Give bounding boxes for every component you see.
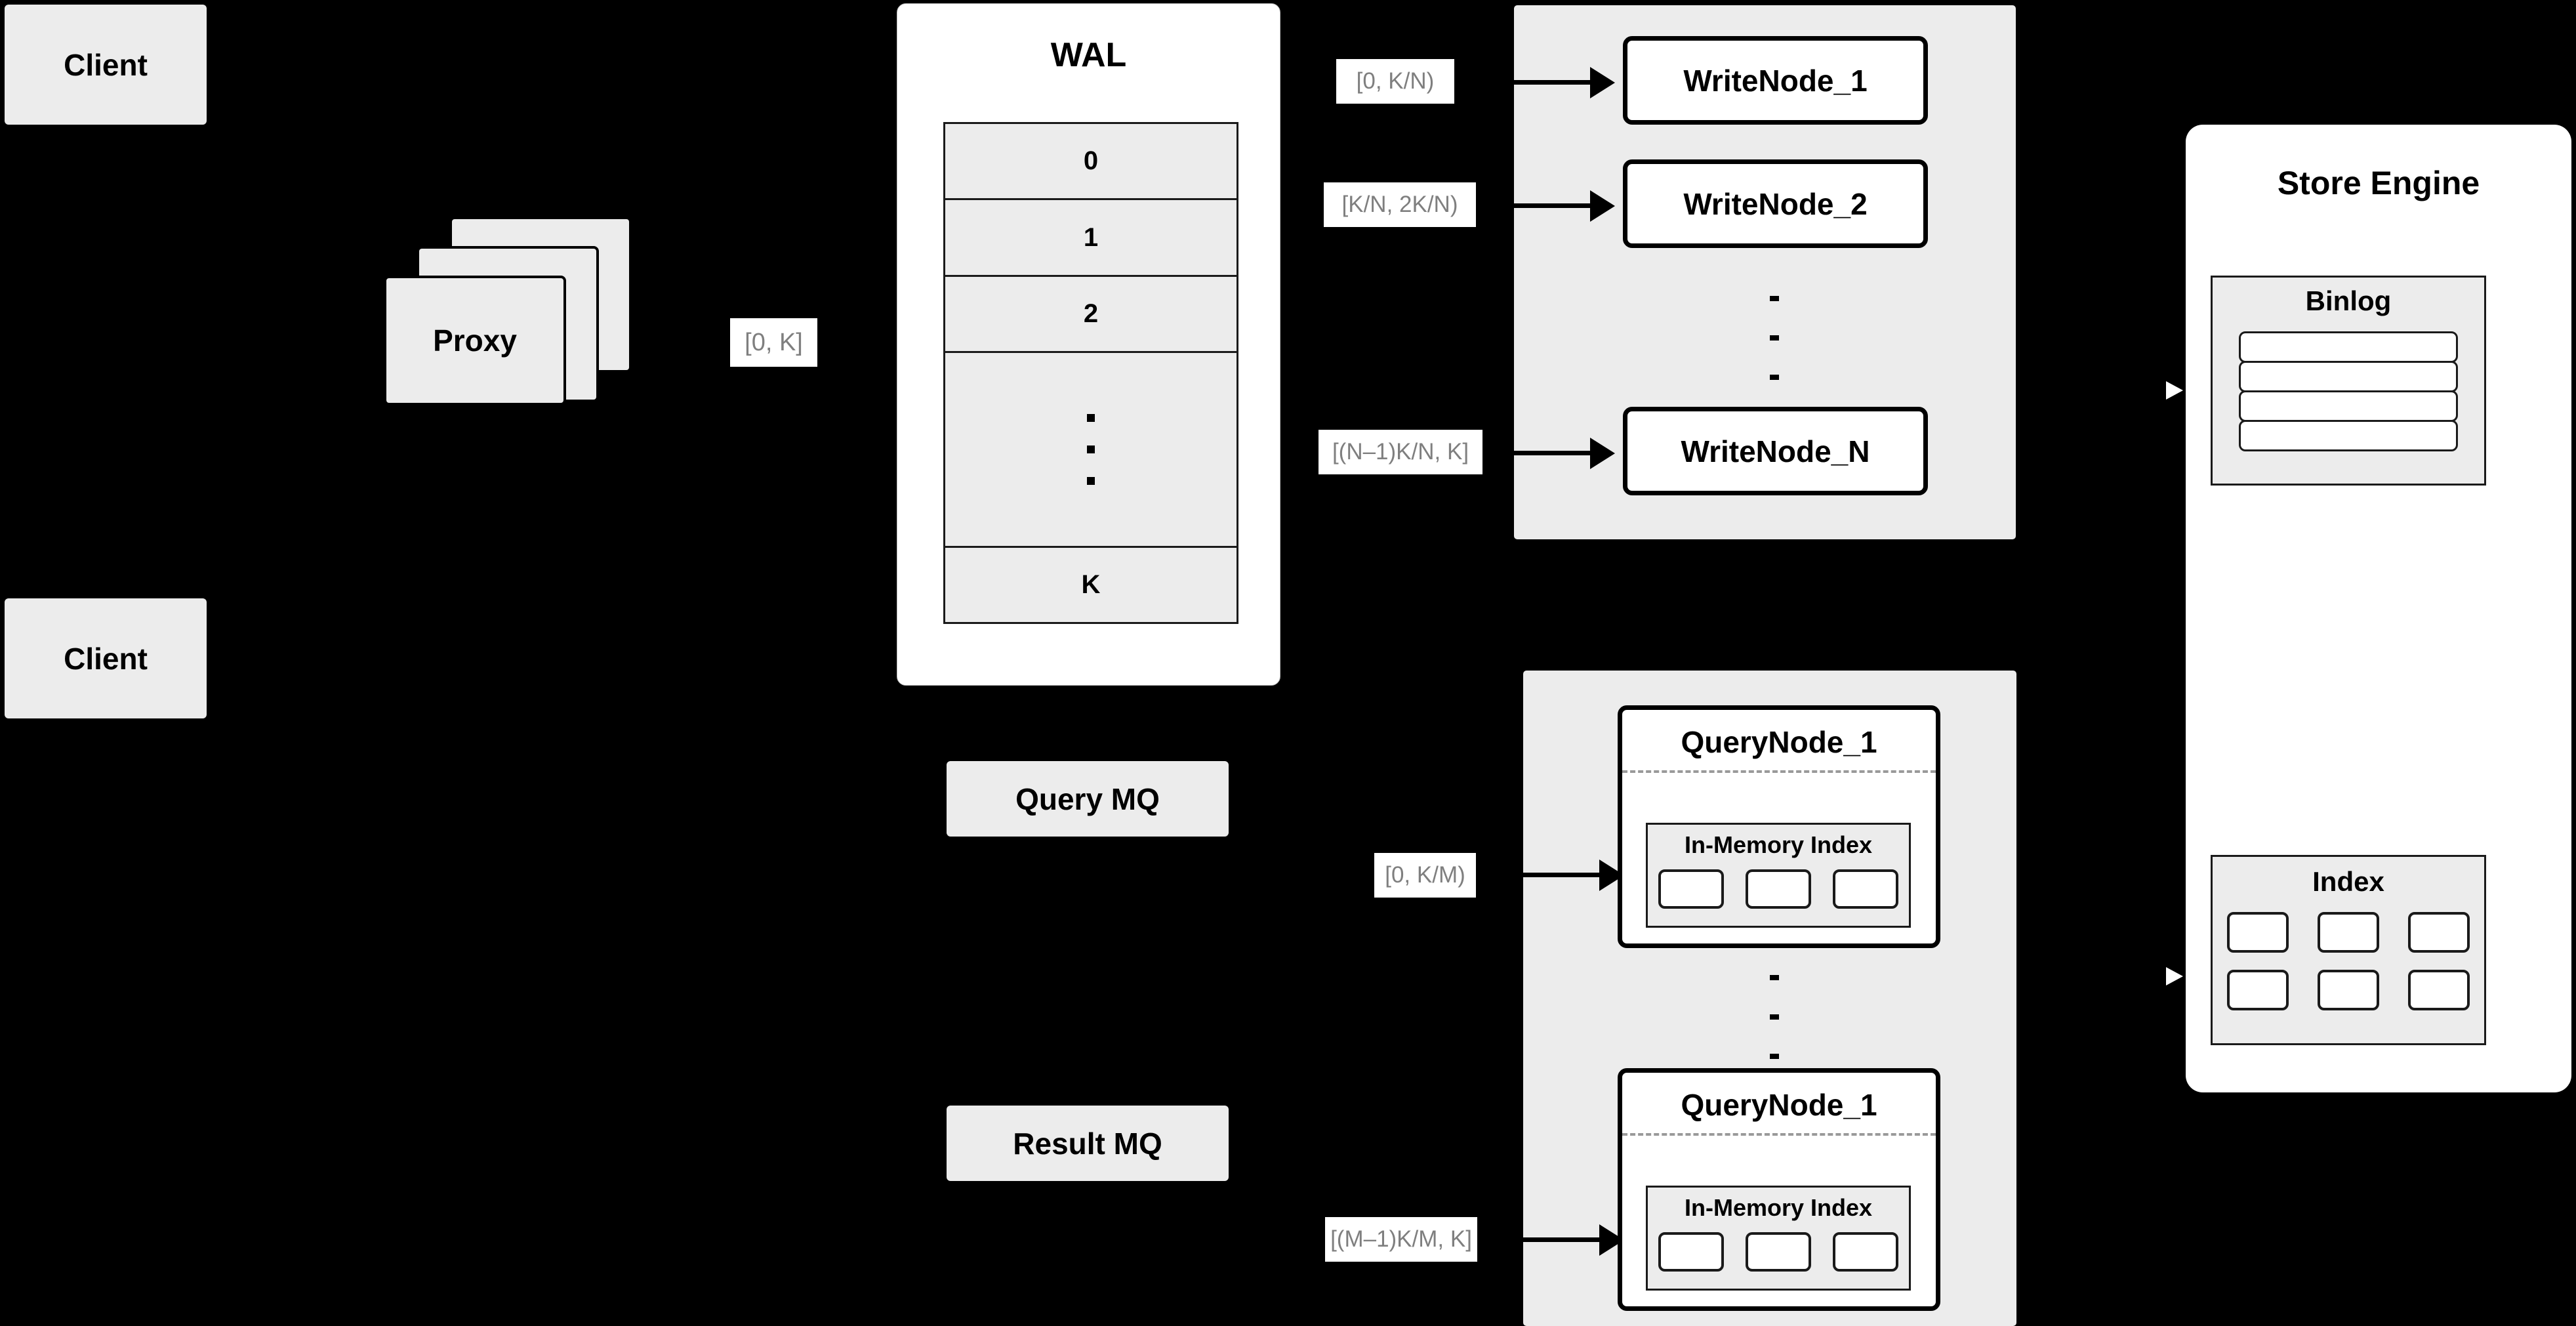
wal-row-k: K bbox=[945, 547, 1237, 623]
wal-row-2-label: 2 bbox=[1083, 299, 1099, 329]
arrow-line-query-1 bbox=[1523, 873, 1602, 877]
store-engine-panel: Store Engine Binlog Index bbox=[2186, 125, 2571, 1092]
wal-row-ellipsis bbox=[945, 353, 1237, 548]
wal-row-k-label: K bbox=[1081, 570, 1101, 599]
client-box-1[interactable]: Client bbox=[5, 5, 207, 125]
wal-row-1-label: 1 bbox=[1083, 222, 1099, 252]
arrow-line-write-n bbox=[1514, 451, 1593, 455]
range-label-query-1-text: [0, K/M) bbox=[1385, 862, 1465, 888]
arrow-line-write-2 bbox=[1514, 203, 1593, 208]
query-node-m-index-chip-1 bbox=[1658, 1232, 1725, 1272]
query-mq-label: Query MQ bbox=[1015, 781, 1160, 816]
write-node-2[interactable]: WriteNode_2 bbox=[1623, 159, 1928, 248]
wal-row-0: 0 bbox=[945, 124, 1237, 201]
range-label-proxy-to-wal-text: [0, K] bbox=[745, 328, 803, 356]
write-node-1[interactable]: WriteNode_1 bbox=[1623, 36, 1928, 125]
query-mq-box[interactable]: Query MQ bbox=[947, 761, 1229, 837]
arrow-head-write-1-icon bbox=[1590, 67, 1615, 98]
client-box-2[interactable]: Client bbox=[5, 598, 207, 718]
binlog-panel: Binlog bbox=[2211, 276, 2486, 486]
range-label-write-n-text: [(N–1)K/N, K] bbox=[1332, 439, 1469, 465]
query-node-1-index-chip-2 bbox=[1745, 869, 1811, 909]
index-panel: Index bbox=[2211, 855, 2486, 1045]
range-label-query-m-text: [(M–1)K/M, K] bbox=[1330, 1226, 1472, 1252]
query-node-m[interactable]: QueryNode_1 In-Memory Index bbox=[1618, 1068, 1940, 1311]
query-node-1-divider bbox=[1622, 770, 1936, 773]
result-mq-box[interactable]: Result MQ bbox=[947, 1106, 1229, 1181]
arrow-line-store-binlog bbox=[2123, 388, 2190, 392]
index-chip-6 bbox=[2408, 970, 2470, 1010]
range-label-query-m: [(M–1)K/M, K] bbox=[1325, 1217, 1477, 1262]
write-cluster-vertical-dots-icon bbox=[1745, 279, 1804, 397]
arrow-line-write-1 bbox=[1514, 80, 1593, 85]
binlog-title: Binlog bbox=[2305, 285, 2392, 316]
range-label-write-1-text: [0, K/N) bbox=[1356, 68, 1435, 94]
client-label-1: Client bbox=[64, 47, 148, 82]
query-node-m-in-memory-index: In-Memory Index bbox=[1646, 1186, 1911, 1291]
range-label-write-2: [K/N, 2K/N) bbox=[1324, 182, 1476, 227]
proxy-stack[interactable]: Proxy bbox=[384, 217, 679, 433]
index-chip-3 bbox=[2408, 912, 2470, 953]
write-node-n[interactable]: WriteNode_N bbox=[1623, 407, 1928, 495]
wal-row-1: 1 bbox=[945, 200, 1237, 277]
query-node-m-index-title: In-Memory Index bbox=[1684, 1194, 1873, 1221]
range-label-write-2-text: [K/N, 2K/N) bbox=[1341, 192, 1458, 217]
range-label-proxy-to-wal: [0, K] bbox=[730, 318, 817, 367]
index-chip-1 bbox=[2227, 912, 2289, 953]
binlog-row-3 bbox=[2239, 390, 2458, 422]
range-label-write-n: [(N–1)K/N, K] bbox=[1319, 430, 1482, 474]
binlog-row-4 bbox=[2239, 420, 2458, 451]
wal-vertical-dots-icon bbox=[1087, 402, 1095, 497]
write-node-2-label: WriteNode_2 bbox=[1683, 186, 1868, 221]
query-node-1-in-memory-index: In-Memory Index bbox=[1646, 823, 1911, 928]
range-label-write-1: [0, K/N) bbox=[1336, 59, 1454, 104]
index-chip-2 bbox=[2318, 912, 2379, 953]
arrow-head-write-n-icon bbox=[1590, 438, 1615, 469]
write-node-1-label: WriteNode_1 bbox=[1683, 63, 1868, 98]
wal-title: WAL bbox=[1050, 36, 1127, 74]
proxy-card-front[interactable]: Proxy bbox=[384, 276, 566, 405]
query-node-1[interactable]: QueryNode_1 In-Memory Index bbox=[1618, 705, 1940, 948]
query-node-m-index-chip-3 bbox=[1832, 1232, 1898, 1272]
range-label-query-1: [0, K/M) bbox=[1374, 853, 1476, 898]
index-chip-5 bbox=[2318, 970, 2379, 1010]
index-title: Index bbox=[2312, 866, 2384, 897]
query-node-1-label: QueryNode_1 bbox=[1681, 725, 1877, 759]
write-node-n-label: WriteNode_N bbox=[1681, 434, 1870, 468]
wal-card: WAL 0 1 2 K bbox=[897, 3, 1280, 686]
arrow-line-store-index bbox=[2123, 948, 2190, 951]
binlog-row-2 bbox=[2239, 361, 2458, 392]
query-node-m-index-chip-2 bbox=[1745, 1232, 1811, 1272]
arrow-line-query-m bbox=[1523, 1237, 1602, 1242]
query-node-1-index-title: In-Memory Index bbox=[1684, 831, 1873, 858]
binlog-row-1 bbox=[2239, 331, 2458, 363]
wal-table: 0 1 2 K bbox=[943, 122, 1238, 624]
arrow-head-write-2-icon bbox=[1590, 190, 1615, 222]
wal-row-2: 2 bbox=[945, 276, 1237, 354]
query-cluster-vertical-dots-icon bbox=[1745, 958, 1804, 1076]
query-node-m-divider bbox=[1622, 1133, 1936, 1136]
result-mq-label: Result MQ bbox=[1013, 1126, 1162, 1161]
query-node-m-label: QueryNode_1 bbox=[1681, 1088, 1877, 1122]
wal-row-0-label: 0 bbox=[1083, 146, 1099, 176]
proxy-label: Proxy bbox=[433, 323, 517, 358]
query-node-1-index-chip-1 bbox=[1658, 869, 1725, 909]
client-label-2: Client bbox=[64, 641, 148, 676]
query-node-1-index-chip-3 bbox=[1832, 869, 1898, 909]
index-chip-4 bbox=[2227, 970, 2289, 1010]
store-engine-title: Store Engine bbox=[2277, 165, 2480, 201]
